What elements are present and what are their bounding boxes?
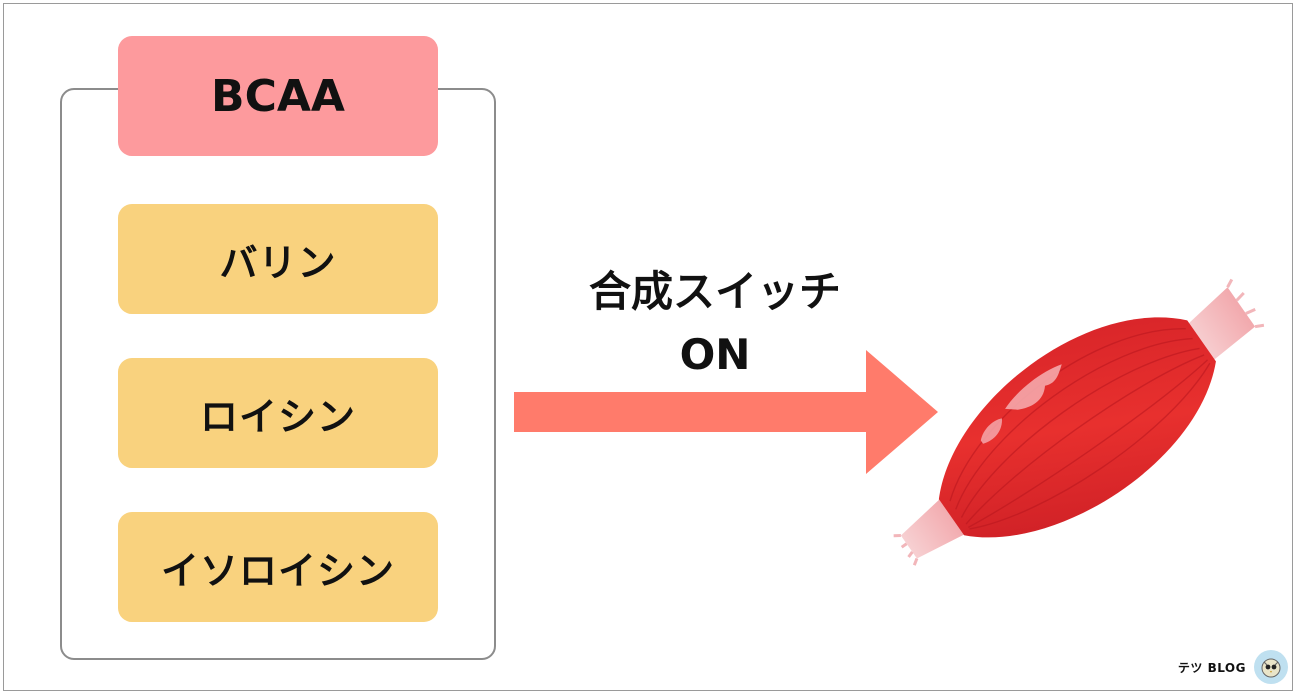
right-arrow-icon xyxy=(514,350,938,474)
bcaa-title-pill: BCAA xyxy=(118,36,438,156)
bcaa-title-label: BCAA xyxy=(211,70,345,122)
amino-acid-pill-isoleucine: イソロイシン xyxy=(118,512,438,622)
amino-acid-label: イソロイシン xyxy=(160,548,395,593)
muscle-icon xyxy=(893,278,1265,566)
amino-acid-pill-leucine: ロイシン xyxy=(118,358,438,468)
amino-acid-label: ロイシン xyxy=(199,394,356,439)
slide-frame xyxy=(3,3,1293,691)
arrow-label-line1: 合成スイッチ xyxy=(588,267,841,316)
amino-acid-pill-valine: バリン xyxy=(118,204,438,314)
owl-logo-icon xyxy=(1254,650,1288,684)
footer-brand: テツ BLOG xyxy=(1178,650,1288,684)
brand-label: テツ BLOG xyxy=(1177,660,1246,675)
amino-acid-label: バリン xyxy=(219,240,337,285)
arrow-label-line2: ON xyxy=(679,330,751,379)
